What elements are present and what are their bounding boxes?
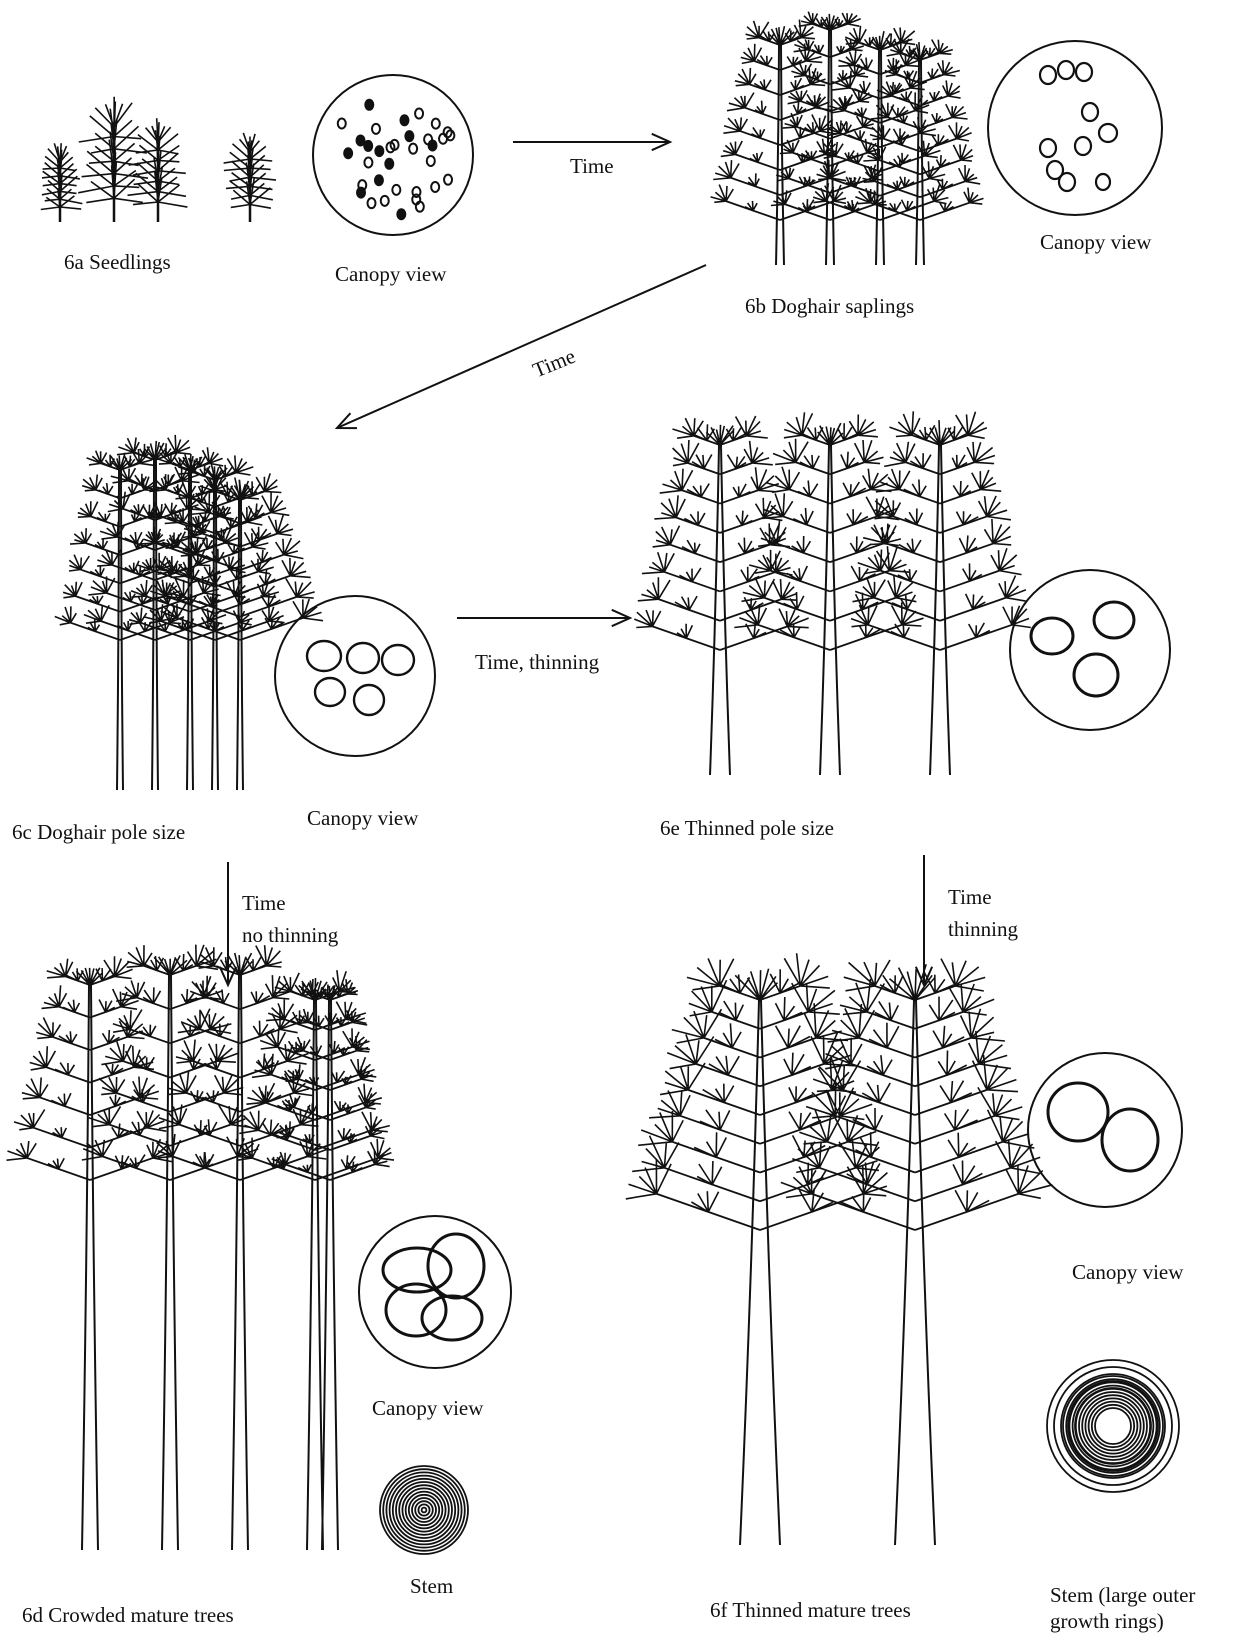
thinned-pole-crown-3	[1074, 654, 1118, 696]
panel-6d-label: 6d Crowded mature trees	[22, 1605, 234, 1626]
thinned-pole-tree-3	[851, 411, 1031, 775]
panel-6e-label: 6e Thinned pole size	[660, 818, 834, 839]
seedling-crown-25	[357, 135, 365, 145]
arrow-e-f-label-2: thinning	[948, 914, 1018, 946]
canopy-view-6a	[313, 75, 473, 235]
sapling-crown-2	[1058, 61, 1074, 79]
stem-rings-6d	[380, 1466, 468, 1554]
thinned-pole-tree-2	[734, 412, 923, 775]
crowded-tree-1	[7, 956, 174, 1550]
panel-6d-canopy-label: Canopy view	[372, 1398, 483, 1419]
thinned-mature-crown-2	[1102, 1109, 1158, 1171]
sapling-crown-9	[1059, 173, 1075, 191]
seedling-crown-14	[368, 198, 376, 208]
panel-6c-canopy-label: Canopy view	[307, 808, 418, 829]
crowded-crown-2	[428, 1234, 484, 1298]
pole-crown-2	[347, 643, 379, 673]
seedling-crown-20	[364, 157, 372, 167]
pole-crown-5	[354, 685, 384, 715]
pole-crown-3	[382, 645, 414, 675]
canopy-view-6e	[1010, 570, 1170, 730]
arrow-c-to-d	[220, 862, 236, 985]
seedling-crown-18	[427, 156, 435, 166]
sapling-crown-7	[1099, 124, 1117, 142]
seedling-crown-3	[372, 124, 380, 134]
sapling-crown-3	[1076, 63, 1092, 81]
panel-6f-canopy-label: Canopy view	[1072, 1262, 1183, 1283]
crowded-tree-5	[272, 979, 390, 1550]
crowded-tree-4	[237, 970, 395, 1550]
seedling-3	[128, 118, 188, 222]
arrow-c-to-e	[457, 610, 630, 626]
arrow-e-f-label-1: Time	[948, 882, 992, 914]
seedling-crown-11	[392, 185, 400, 195]
arrow-a-to-b	[513, 134, 670, 150]
seedling-crown-12	[415, 109, 423, 119]
seedling-crown-1	[375, 175, 383, 185]
seedling-4	[224, 133, 276, 222]
arrow-c-d-label-2: no thinning	[242, 920, 338, 952]
seedling-1	[41, 143, 83, 222]
seedling-crown-28	[365, 100, 373, 110]
thinned-mature-tree-2	[781, 959, 1053, 1545]
canopy-view-6c	[275, 596, 435, 756]
panel-6c-label: 6c Doghair pole size	[12, 822, 185, 843]
seedling-crown-19	[385, 159, 393, 169]
seedling-2	[78, 97, 148, 222]
seedling-crown-13	[400, 115, 408, 125]
seedling-crown-9	[432, 119, 440, 129]
thinned-pole-crown-1	[1031, 618, 1073, 654]
stem-rings-6f	[1047, 1360, 1179, 1492]
arrow-e-to-f	[916, 855, 932, 985]
arrow-b-to-c	[337, 265, 706, 428]
canopy-view-6f	[1028, 1053, 1182, 1207]
crowded-crown-4	[422, 1296, 482, 1340]
pole-crown-1	[307, 641, 341, 671]
arrow-c-e-label: Time, thinning	[475, 652, 599, 673]
seedling-crown-16	[344, 148, 352, 158]
sapling-crown-4	[1082, 103, 1098, 121]
seedling-crown-29	[338, 118, 346, 128]
thinned-mature-tree-1	[626, 953, 888, 1545]
panel-6f-stem-label-2: growth rings)	[1050, 1606, 1164, 1638]
crowded-tree-3	[157, 945, 330, 1550]
panel-6a-label: 6a Seedlings	[64, 252, 171, 273]
seedling-crown-17	[381, 196, 389, 206]
panel-6b-canopy-label: Canopy view	[1040, 232, 1151, 253]
seedling-crown-22	[364, 141, 372, 151]
sapling-crown-5	[1040, 139, 1056, 157]
sapling-crown-1	[1040, 66, 1056, 84]
canopy-view-6b	[988, 41, 1162, 215]
arrow-a-b-label: Time	[570, 156, 614, 177]
panel-6d-stem-label: Stem	[410, 1576, 453, 1597]
sapling-crown-6	[1075, 137, 1091, 155]
pole-crown-4	[315, 678, 345, 706]
seedling-crown-4	[429, 140, 437, 150]
seedling-crown-34	[375, 146, 383, 156]
seedling-crown-30	[409, 144, 417, 154]
sapling-crown-10	[1096, 174, 1110, 190]
panel-6f-label: 6f Thinned mature trees	[710, 1600, 911, 1621]
thinned-mature-crown-1	[1048, 1083, 1108, 1141]
arrow-c-d-label-1: Time	[242, 888, 286, 920]
panel-6a-canopy-label: Canopy view	[335, 264, 446, 285]
seedling-crown-7	[357, 188, 365, 198]
seedling-crown-10	[405, 131, 413, 141]
seedling-crown-31	[397, 209, 405, 219]
sapling-2	[771, 12, 887, 265]
canopy-view-6d	[359, 1216, 511, 1368]
seedling-crown-15	[431, 182, 439, 192]
panel-6b-label: 6b Doghair saplings	[745, 296, 914, 317]
seedling-crown-27	[444, 175, 452, 185]
thinned-pole-crown-2	[1094, 602, 1134, 638]
